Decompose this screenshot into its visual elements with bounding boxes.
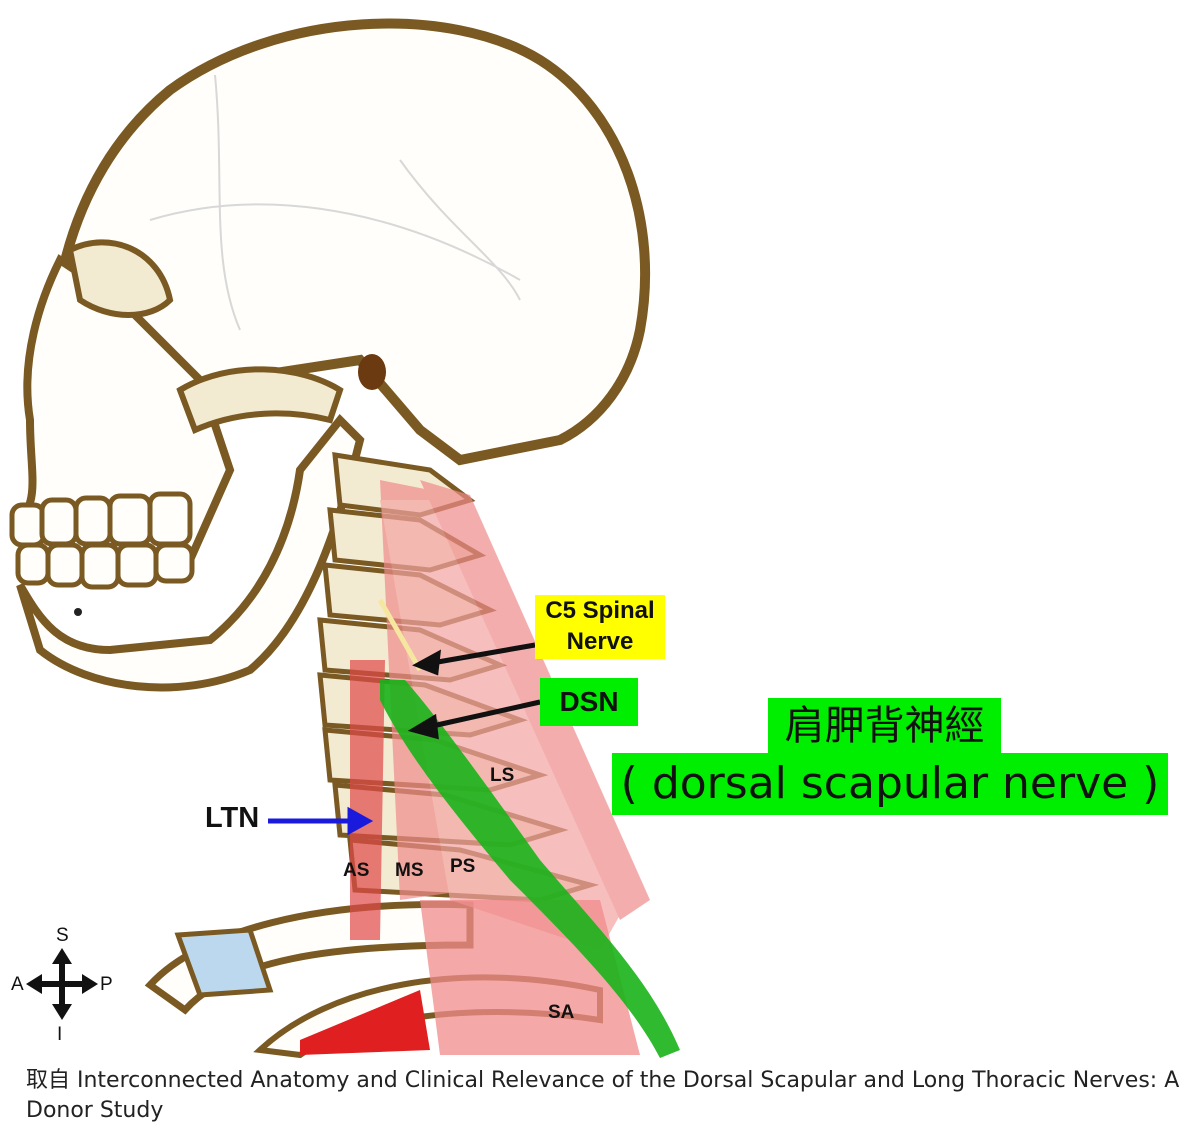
chinese-annotation: 肩胛背神經 xyxy=(768,698,1001,754)
c5-label-line1: C5 Spinal xyxy=(545,597,655,624)
sa-label: SA xyxy=(548,1002,575,1023)
skull-cranium xyxy=(48,18,651,466)
orientation-cross xyxy=(26,948,98,1020)
ear-canal xyxy=(358,354,386,390)
teeth xyxy=(9,491,195,590)
posterior-label: P xyxy=(100,974,113,995)
as-label: AS xyxy=(343,860,370,881)
mandible xyxy=(16,414,365,692)
ltn-arrow xyxy=(268,806,374,836)
c5-label-line2: Nerve xyxy=(566,628,634,655)
english-annotation: ( dorsal scapular nerve ) xyxy=(612,753,1168,815)
c5-arrow xyxy=(412,642,536,676)
c5-spinal-nerve-label: C5 Spinal Nerve xyxy=(535,595,665,659)
dorsal-scapular-nerve xyxy=(380,680,680,1058)
superior-label: S xyxy=(56,925,69,946)
ps-label: PS xyxy=(450,856,476,877)
skull-sutures xyxy=(149,74,521,331)
source-caption: 取自 Interconnected Anatomy and Clinical R… xyxy=(26,1068,1180,1123)
dsn-label: DSN xyxy=(540,678,638,726)
acromion xyxy=(174,927,274,998)
dsn-arrow xyxy=(407,699,541,740)
eye-orbit xyxy=(66,239,174,318)
ltn-label: LTN xyxy=(205,802,260,834)
c5-nerve-line xyxy=(377,598,423,672)
serratus-red xyxy=(300,990,430,1055)
ls-label: LS xyxy=(490,765,515,786)
ms-label: MS xyxy=(395,860,424,881)
zygomatic-arch xyxy=(176,366,344,435)
anatomy-figure xyxy=(9,18,680,1059)
inferior-label: I xyxy=(57,1024,63,1045)
anterior-label: A xyxy=(11,974,24,995)
mental-foramen xyxy=(74,608,82,616)
